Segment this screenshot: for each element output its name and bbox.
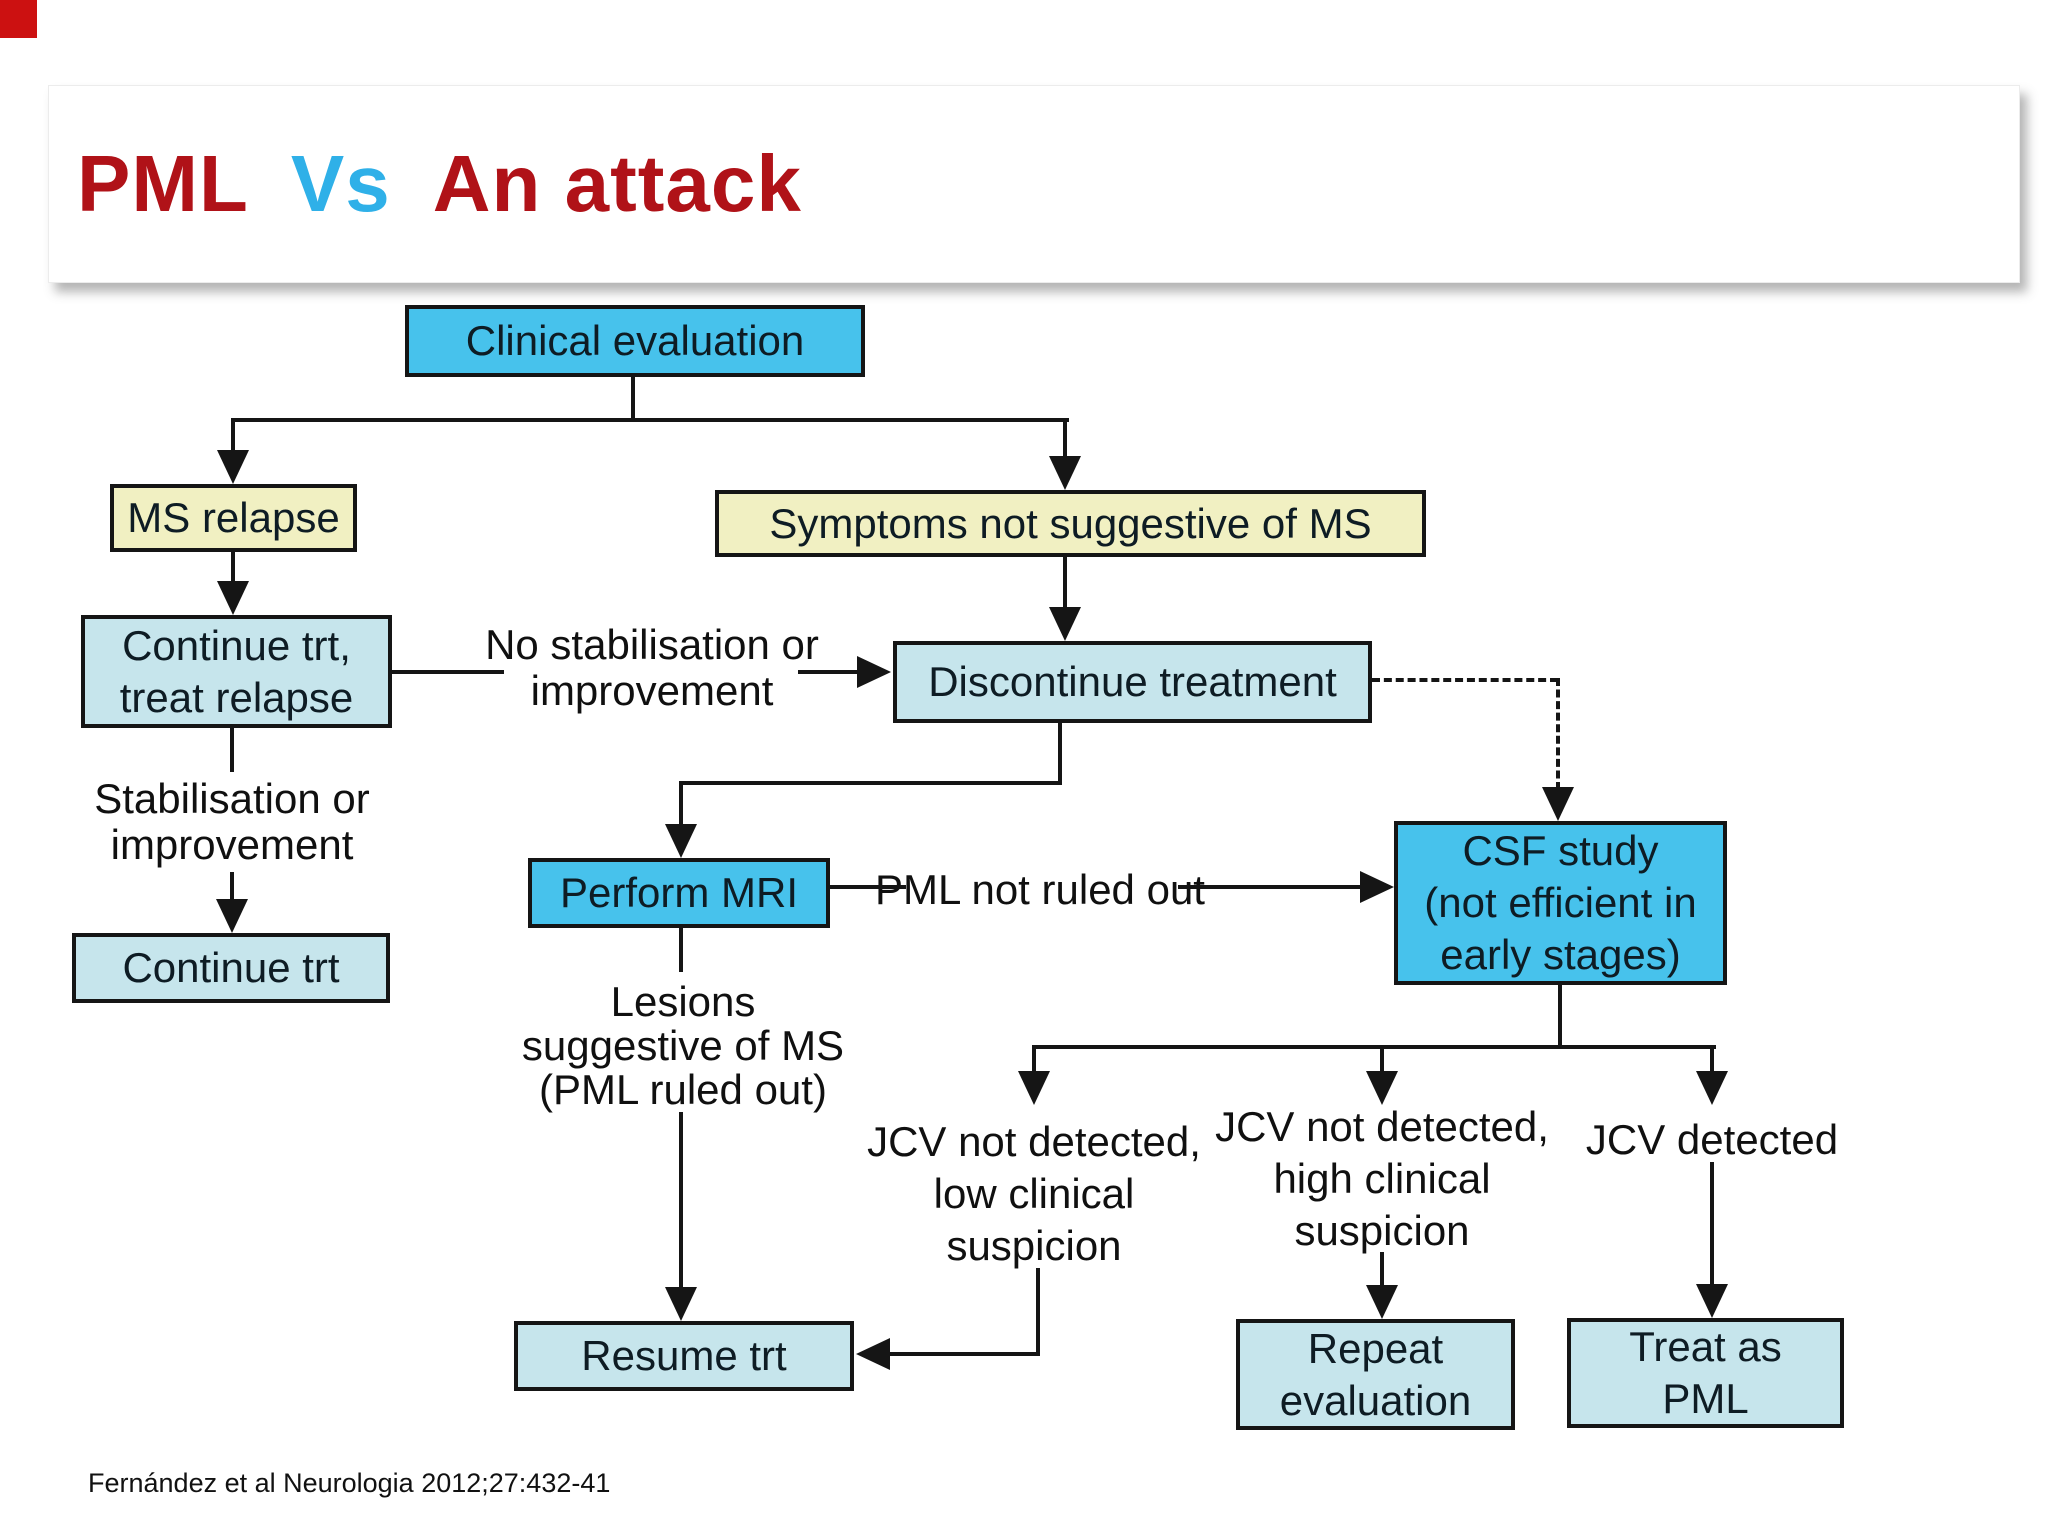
connector-msrelapse-continue	[231, 552, 235, 583]
connector-nostab-right	[798, 670, 858, 674]
connector-symptoms-discontinue	[1063, 557, 1067, 609]
connector-to-csf	[1178, 885, 1362, 889]
node-symptoms-not-suggestive: Symptoms not suggestive of MS	[715, 490, 1426, 557]
corner-accent	[0, 0, 37, 38]
node-repeat-evaluation: Repeat evaluation	[1236, 1319, 1515, 1430]
title-part-vs: Vs	[290, 139, 391, 228]
connector-discontinue-down	[1058, 722, 1062, 785]
arrowhead-to-symptoms	[1049, 456, 1081, 490]
label-lesions-suggestive: Lesions suggestive of MS (PML ruled out)	[521, 978, 845, 1113]
arrowhead-branch-detected	[1696, 1071, 1728, 1105]
node-resume-trt: Resume trt	[514, 1321, 854, 1391]
connector-clinical-stem	[631, 375, 635, 422]
arrowhead-resume-from-lesions	[665, 1287, 697, 1321]
connector-low-down	[1036, 1268, 1040, 1356]
node-ms-relapse: MS relapse	[110, 484, 357, 552]
connector-mri-right	[830, 885, 906, 889]
citation: Fernández et al Neurologia 2012;27:432-4…	[88, 1468, 611, 1498]
arrowhead-treat-pml	[1696, 1284, 1728, 1318]
connector-to-mri	[679, 781, 683, 826]
node-clinical-evaluation: Clinical evaluation	[405, 305, 865, 377]
connector-nostab-left	[392, 670, 504, 674]
connector-discontinue-left	[679, 781, 1062, 785]
arrowhead-branch-low	[1018, 1071, 1050, 1105]
connector-low-left	[890, 1352, 1040, 1356]
arrowhead-csf	[1360, 871, 1394, 903]
connector-branch-high	[1380, 1045, 1384, 1073]
title-card: PML Vs An attack	[48, 85, 2020, 283]
label-no-stabilisation: No stabilisation or improvement	[485, 621, 819, 714]
node-discontinue-treatment: Discontinue treatment	[893, 641, 1372, 723]
connector-branch-detected	[1710, 1045, 1714, 1073]
connector-dashed-h	[1372, 678, 1558, 682]
label-jcv-detected: JCV detected	[1585, 1116, 1839, 1163]
connector-csf-split	[1032, 1045, 1716, 1049]
connector-dashed-v	[1556, 678, 1560, 790]
label-stabilisation: Stabilisation or improvement	[94, 775, 370, 868]
connector-clinical-split	[231, 418, 1069, 422]
arrowhead-symptoms-discontinue	[1049, 607, 1081, 641]
connector-to-ms-relapse	[231, 418, 235, 452]
node-perform-mri: Perform MRI	[528, 858, 830, 928]
page-title: PML Vs An attack	[77, 138, 802, 230]
connector-mri-lesions	[679, 928, 683, 972]
node-continue-trt-treat-relapse: Continue trt, treat relapse	[81, 615, 392, 728]
connector-high-down	[1380, 1252, 1384, 1287]
connector-to-symptoms	[1063, 418, 1067, 458]
node-continue-trt: Continue trt	[72, 933, 390, 1003]
connector-detected-down	[1710, 1162, 1714, 1286]
arrowhead-continue-trt	[216, 899, 248, 933]
node-treat-as-pml: Treat as PML	[1567, 1318, 1844, 1428]
label-jcv-high-suspicion: JCV not detected, high clinical suspicio…	[1215, 1103, 1549, 1254]
arrowhead-to-ms-relapse	[217, 450, 249, 484]
title-part-pml: PML	[77, 139, 249, 228]
label-jcv-low-suspicion: JCV not detected, low clinical suspicion	[867, 1118, 1201, 1269]
label-pml-not-ruled-out: PML not ruled out	[875, 866, 1205, 913]
arrowhead-csf-dashed	[1542, 787, 1574, 821]
arrowhead-continue-relapse	[217, 581, 249, 615]
connector-stabilisation-continue	[230, 872, 234, 901]
node-csf-study: CSF study (not efficient in early stages…	[1394, 821, 1727, 985]
connector-branch-low	[1032, 1045, 1036, 1073]
connector-to-stabilisation	[230, 728, 234, 772]
connector-csf-stem	[1558, 985, 1562, 1047]
arrowhead-resume-trt	[856, 1338, 890, 1370]
arrowhead-repeat-eval	[1366, 1285, 1398, 1319]
arrowhead-discontinue	[857, 656, 891, 688]
arrowhead-branch-high	[1366, 1071, 1398, 1105]
connector-lesions-resume	[679, 1112, 683, 1289]
title-part-attack: An attack	[432, 139, 802, 228]
arrowhead-perform-mri	[665, 824, 697, 858]
